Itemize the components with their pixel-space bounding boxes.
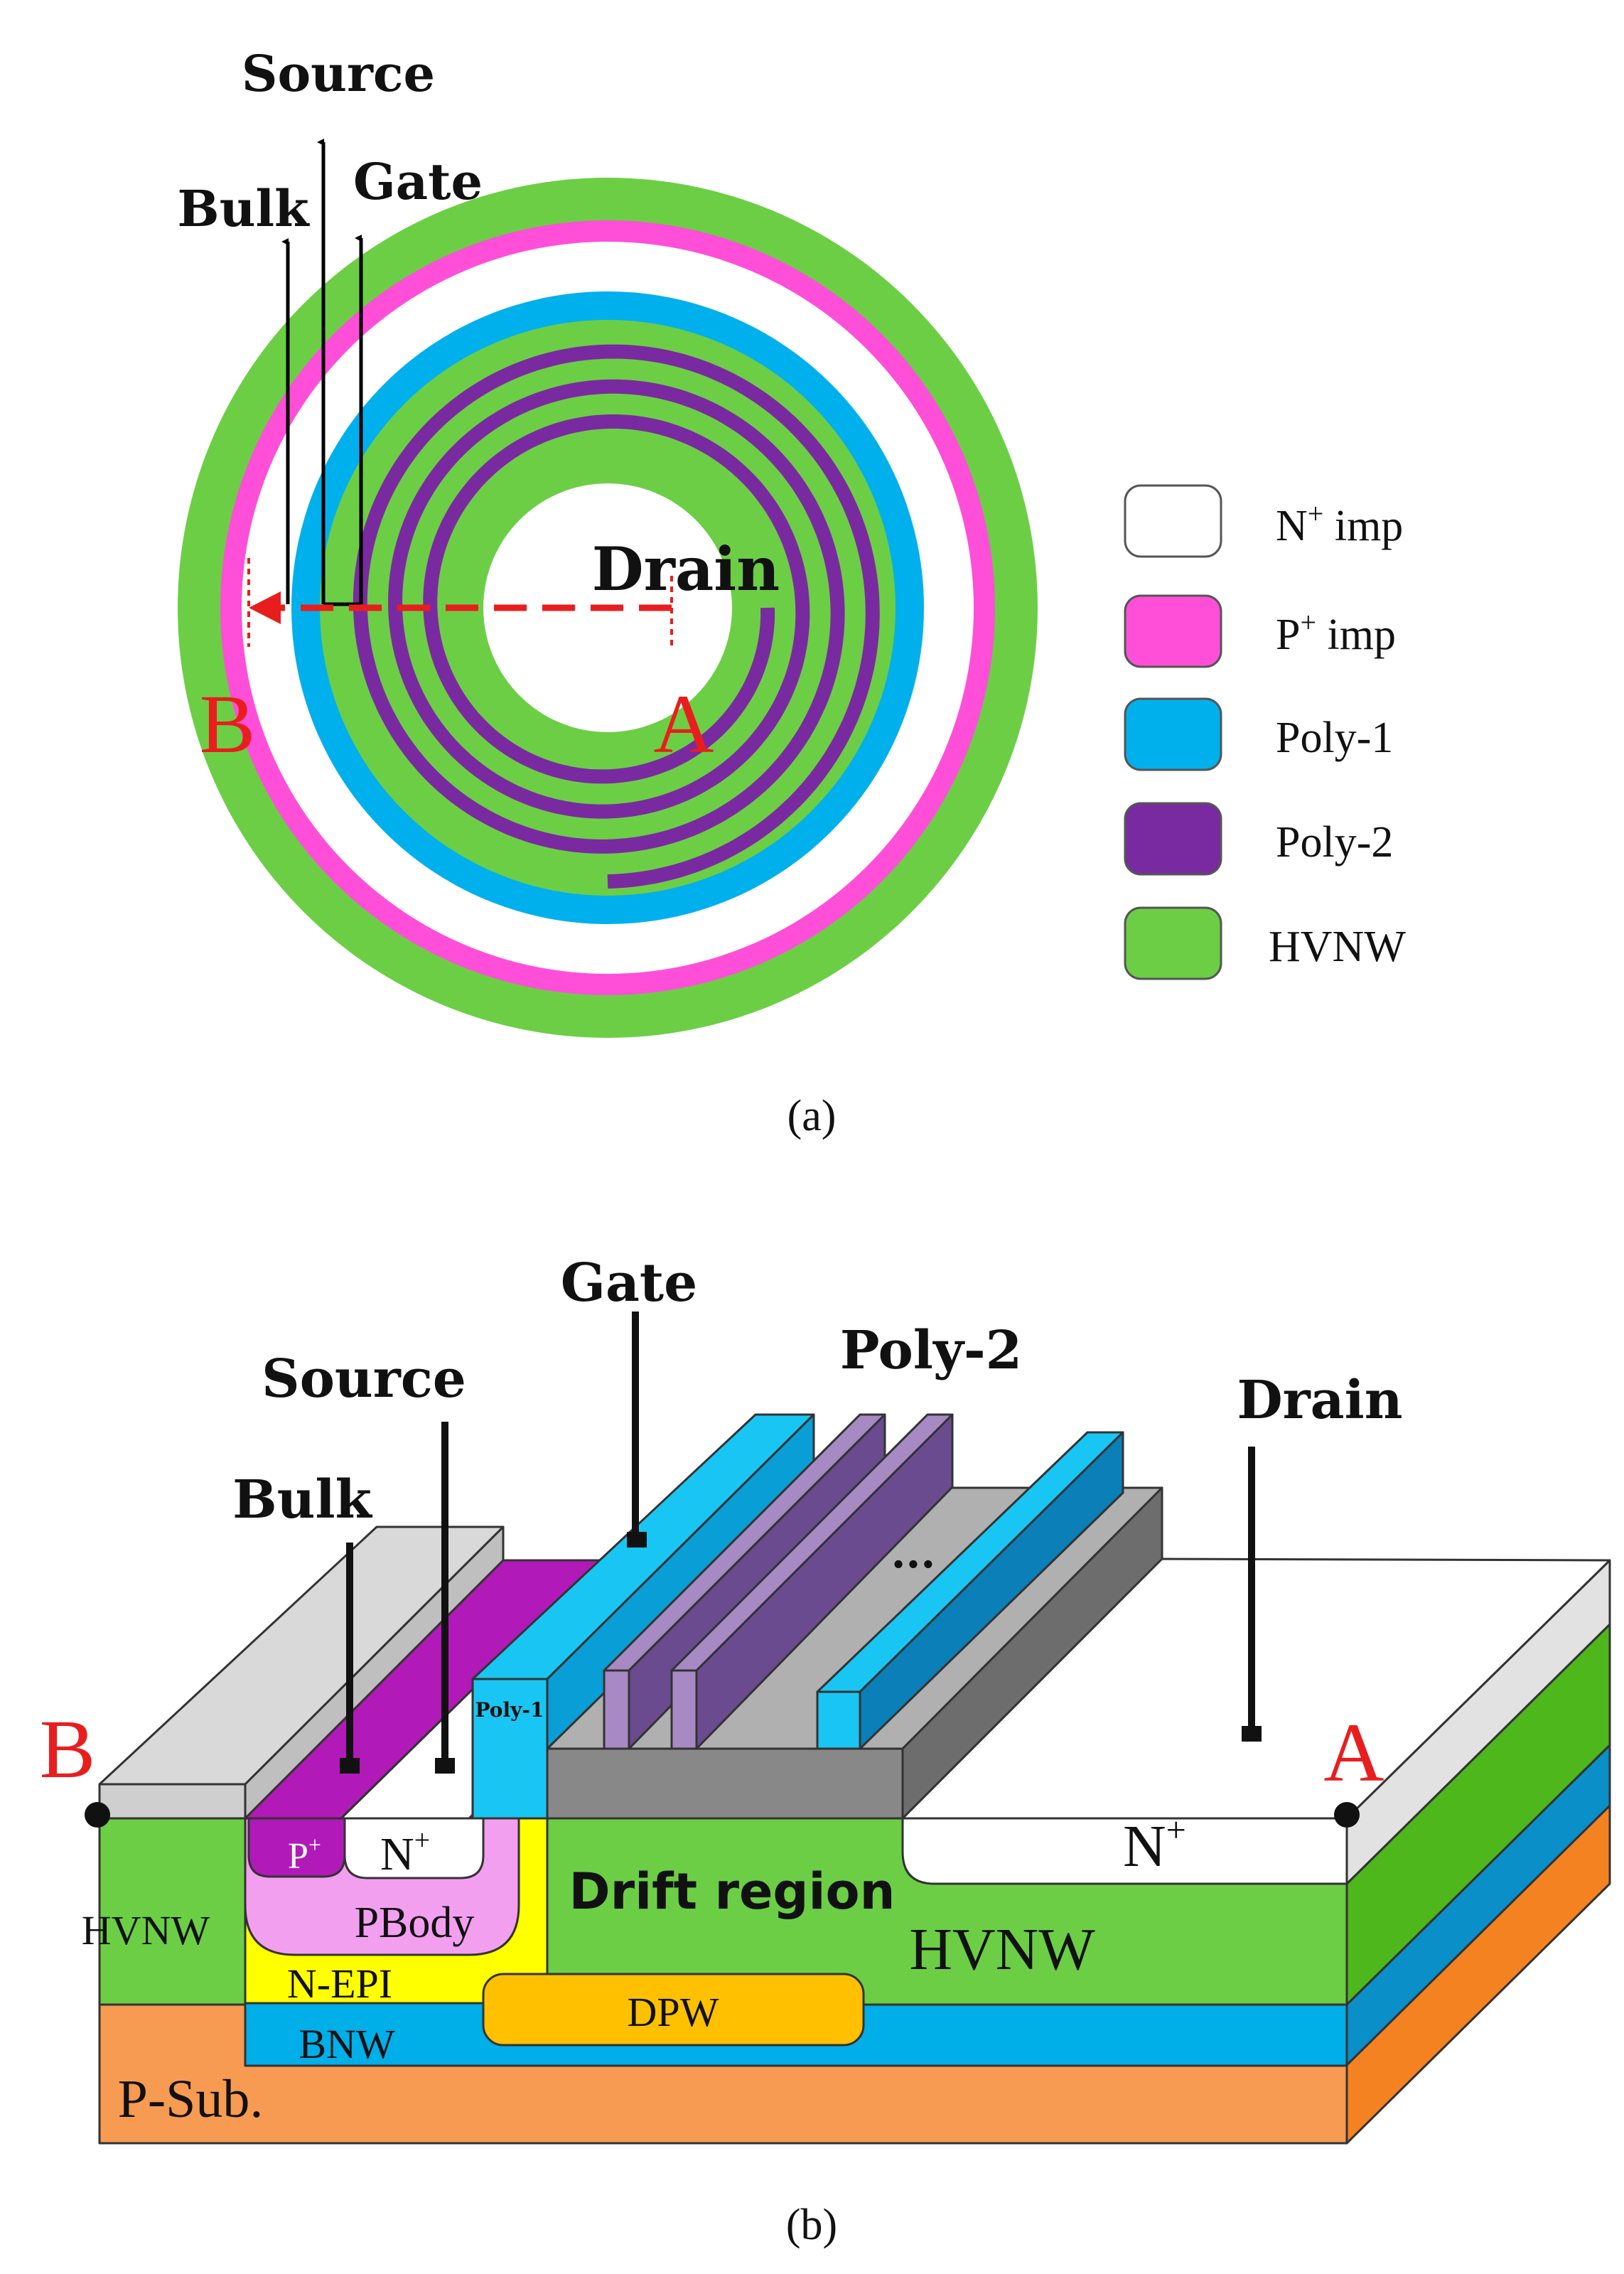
caption-a: (a) bbox=[787, 1092, 837, 1140]
legend-swatch-nplus bbox=[1124, 484, 1222, 558]
legend-label-nplus: N+ imp bbox=[1276, 498, 1403, 550]
legend-swatch-hvnw bbox=[1124, 906, 1222, 980]
legend-label-poly2: Poly-2 bbox=[1276, 818, 1393, 867]
nplus-drain-region bbox=[901, 1817, 1348, 1885]
psub-label-b: P-Sub. bbox=[118, 2069, 264, 2129]
legend-item-poly1: Poly-1 bbox=[1124, 697, 1393, 771]
poly2-bar2-front bbox=[670, 1669, 698, 1750]
bulk-contact bbox=[340, 1758, 360, 1774]
panel-b-labels: Gate Poly-2 Source Drain Bulk ... B A Po… bbox=[40, 1253, 1403, 2249]
contacts bbox=[340, 1532, 1262, 1774]
source-label-b: Source bbox=[262, 1348, 466, 1410]
drain-post bbox=[1248, 1447, 1255, 1727]
source-contact bbox=[435, 1758, 455, 1774]
gate-contact bbox=[627, 1532, 647, 1548]
poly1-label-b: Poly-1 bbox=[475, 1698, 544, 1722]
marker-b-label-b: B bbox=[40, 1702, 96, 1796]
panel-b bbox=[85, 1312, 1611, 2145]
marker-b-label: B bbox=[200, 677, 256, 771]
nplus-source-label-b: N+ bbox=[380, 1824, 430, 1880]
drift-oxide-front bbox=[546, 1747, 904, 1820]
gate-post bbox=[632, 1312, 639, 1535]
marker-a-label: A bbox=[653, 677, 714, 771]
pplus-label-b: P+ bbox=[288, 1832, 321, 1877]
legend: N+ imp P+ imp Poly-1 Poly-2 HVNW bbox=[1124, 484, 1406, 980]
pbody-label-b: PBody bbox=[355, 1899, 475, 1947]
legend-label-hvnw: HVNW bbox=[1269, 923, 1406, 971]
bulk-label-b: Bulk bbox=[232, 1469, 372, 1530]
legend-item-pplus: P+ imp bbox=[1124, 594, 1396, 668]
poly2-spiral bbox=[353, 344, 880, 889]
marker-a-label-b: A bbox=[1323, 1706, 1384, 1799]
bulk-post bbox=[346, 1543, 353, 1759]
caption-b: (b) bbox=[786, 2201, 837, 2249]
legend-label-pplus: P+ imp bbox=[1276, 606, 1396, 659]
hvnw-left-label-b: HVNW bbox=[82, 1907, 210, 1953]
drain-label: Drain bbox=[592, 534, 780, 604]
legend-swatch-poly2 bbox=[1124, 802, 1222, 876]
cut-arrowhead bbox=[249, 591, 281, 624]
endpoint-a bbox=[1334, 1802, 1360, 1828]
endpoint-b bbox=[85, 1802, 110, 1828]
bnw-label-b: BNW bbox=[299, 2021, 395, 2067]
drain-contact bbox=[1242, 1726, 1262, 1742]
drain-label-b: Drain bbox=[1237, 1370, 1402, 1431]
legend-swatch-pplus bbox=[1124, 594, 1222, 668]
dpw-label-b: DPW bbox=[628, 1989, 719, 2035]
terminal-posts bbox=[346, 1312, 1255, 1759]
legend-item-hvnw: HVNW bbox=[1124, 906, 1406, 980]
poly2-bar1-front bbox=[603, 1669, 630, 1750]
terminal-lines bbox=[281, 139, 363, 606]
legend-item-nplus: N+ imp bbox=[1124, 484, 1403, 558]
left-oxide-front bbox=[98, 1783, 247, 1820]
source-post bbox=[441, 1422, 448, 1759]
nepi-label-b: N-EPI bbox=[287, 1961, 392, 2007]
legend-label-poly1: Poly-1 bbox=[1276, 714, 1393, 762]
source-label: Source bbox=[242, 44, 435, 103]
gate-label: Gate bbox=[353, 152, 483, 211]
nplus-source-region bbox=[343, 1817, 485, 1879]
nplus-drain-label-b: N+ bbox=[1123, 1810, 1186, 1879]
dpw-region bbox=[482, 1973, 865, 2047]
bulk-label: Bulk bbox=[177, 179, 310, 238]
cut-line bbox=[247, 558, 673, 647]
legend-item-poly2: Poly-2 bbox=[1124, 802, 1393, 876]
legend-swatch-poly1 bbox=[1124, 697, 1222, 771]
poly2-label-b: Poly-2 bbox=[840, 1320, 1022, 1381]
ellipsis-label: ... bbox=[891, 1528, 936, 1578]
poly1-front bbox=[471, 1678, 549, 1820]
poly1-far-front bbox=[816, 1690, 861, 1750]
drift-label-b: Drift region bbox=[569, 1862, 896, 1921]
hvnw-right-label-b: HVNW bbox=[909, 1916, 1095, 1983]
panel-a: Source Gate Bulk Drain A B N+ imp P+ imp… bbox=[177, 44, 1406, 1140]
gate-label-b: Gate bbox=[561, 1253, 697, 1314]
